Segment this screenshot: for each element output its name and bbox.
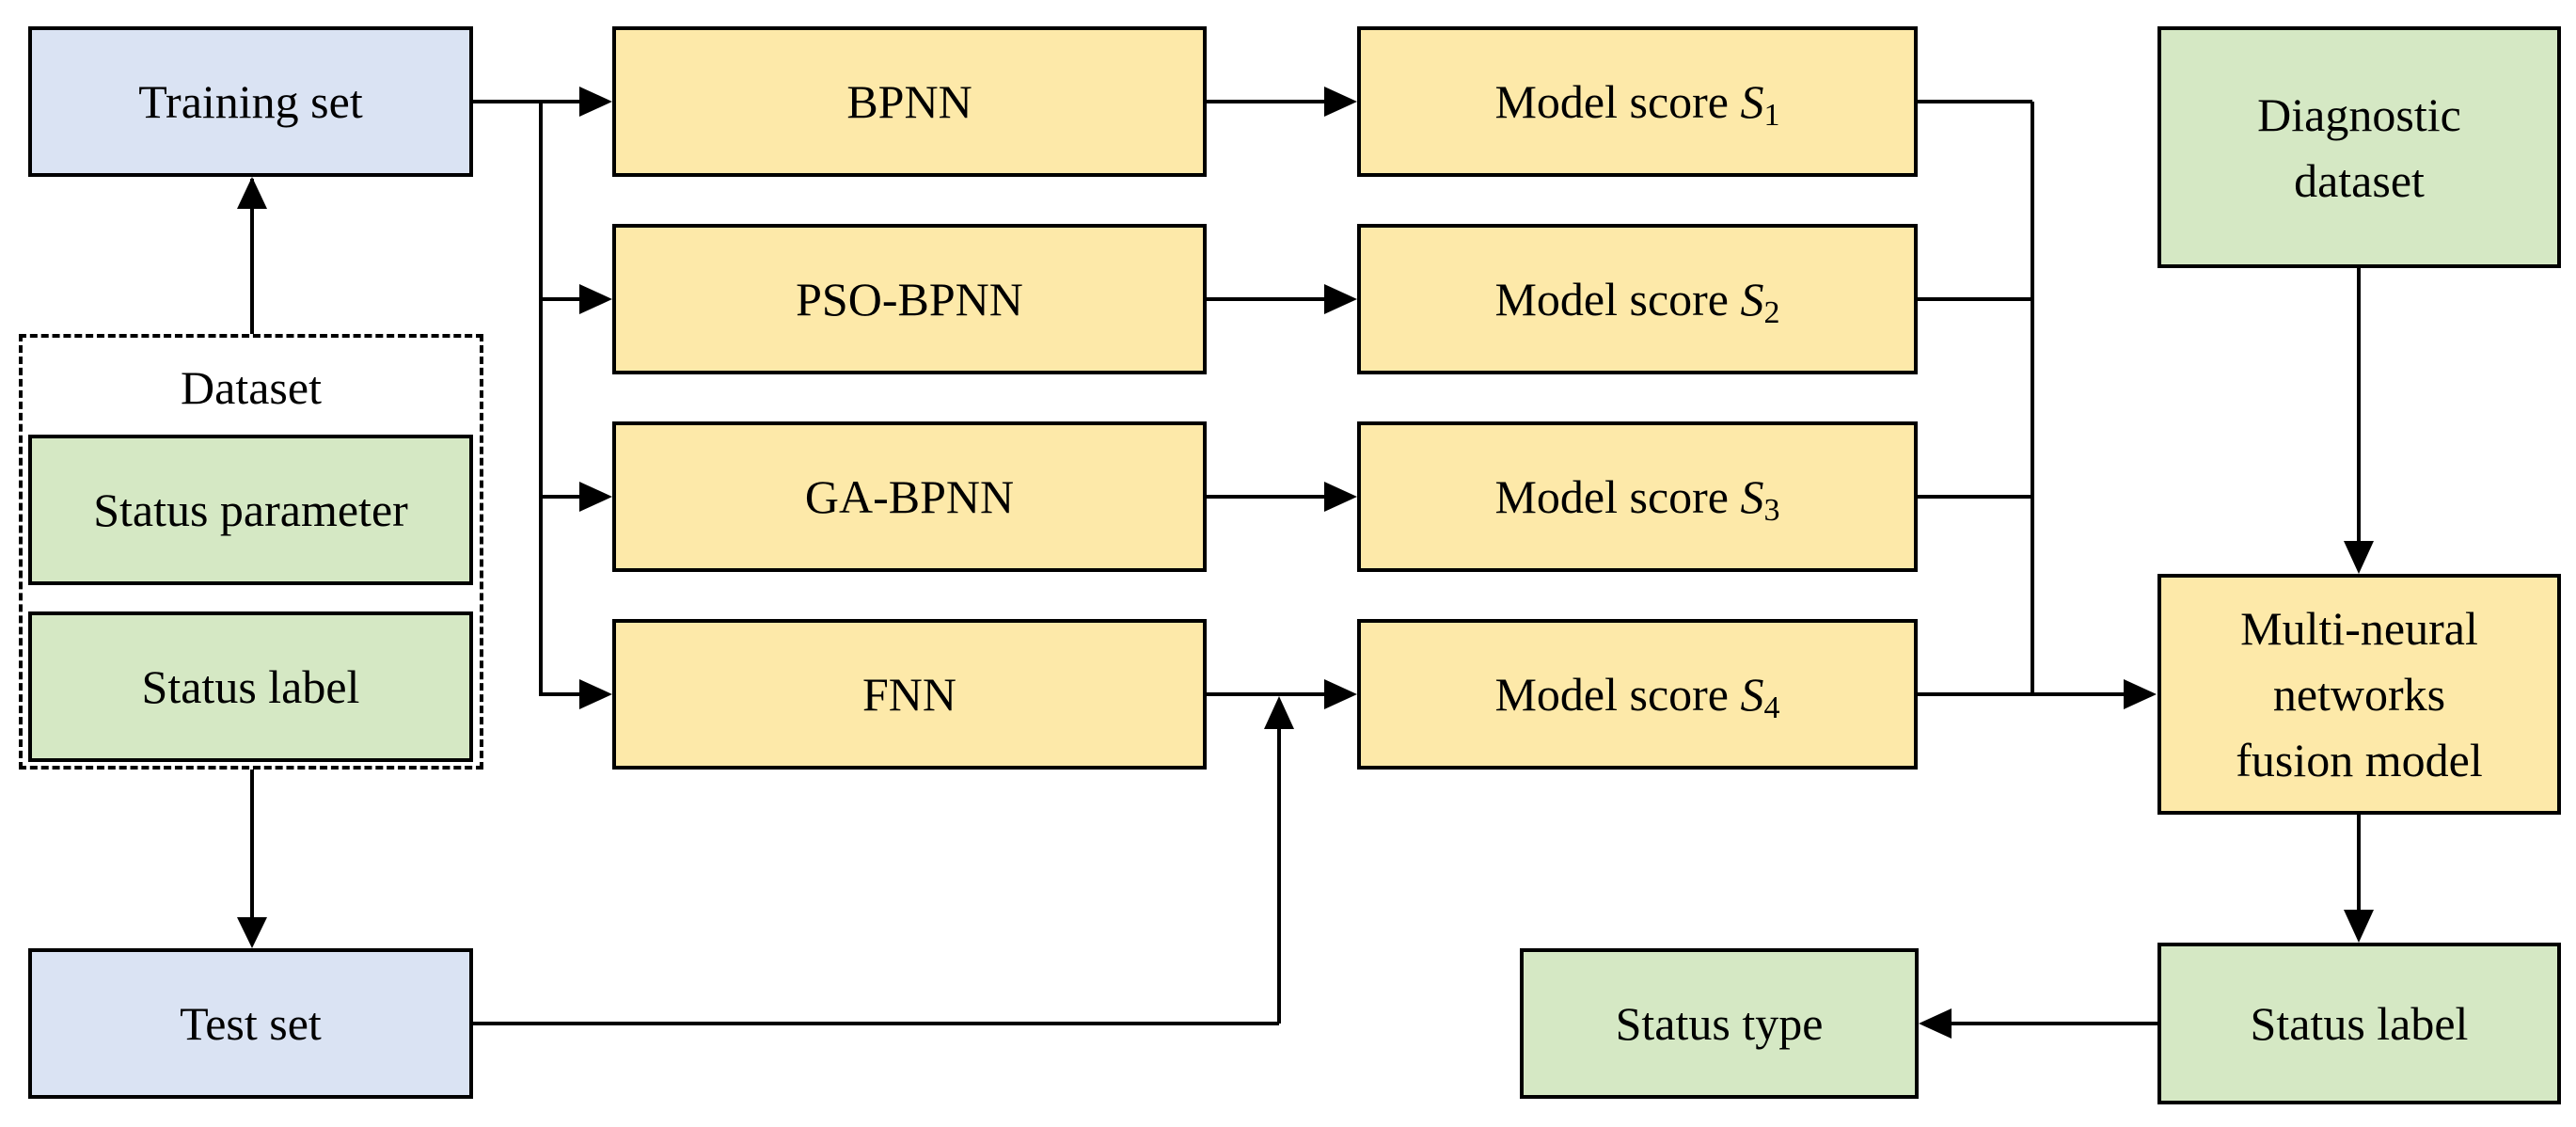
- status-type-box: Status type: [1520, 948, 1919, 1099]
- model-box-pso-bpnn: PSO-BPNN: [612, 224, 1207, 374]
- test-set-label: Test set: [180, 997, 322, 1050]
- training-set-label: Training set: [138, 75, 363, 128]
- model-score-label: Model score S1: [1494, 69, 1779, 135]
- score-index: 3: [1763, 493, 1780, 528]
- score-index: 2: [1763, 295, 1780, 330]
- test-set-box: Test set: [28, 948, 473, 1099]
- fusion-model-box: Multi-neural networks fusion model: [2157, 574, 2561, 815]
- output-status-label-box: Status label: [2157, 943, 2561, 1104]
- model-name: GA-BPNN: [804, 470, 1015, 523]
- model-score-box-3: Model score S3: [1357, 421, 1918, 572]
- diagnostic-dataset-label: Diagnostic dataset: [2257, 87, 2461, 207]
- model-box-ga-bpnn: GA-BPNN: [612, 421, 1207, 572]
- training-set-box: Training set: [28, 26, 473, 177]
- score-symbol: S: [1740, 273, 1764, 325]
- diagnostic-dataset-box: Diagnostic dataset: [2157, 26, 2561, 268]
- model-score-box-2: Model score S2: [1357, 224, 1918, 374]
- score-prefix: Model score: [1494, 75, 1741, 128]
- model-name: FNN: [861, 668, 957, 721]
- score-index: 4: [1763, 690, 1780, 725]
- score-symbol: S: [1740, 470, 1764, 523]
- output-status-label-text: Status label: [2250, 997, 2469, 1050]
- arrowhead-up-training: [237, 177, 267, 209]
- model-score-label: Model score S4: [1494, 661, 1779, 727]
- model-score-label: Model score S3: [1494, 464, 1779, 530]
- model-score-label: Model score S2: [1494, 266, 1779, 332]
- score-index: 1: [1763, 98, 1780, 133]
- status-parameter-box: Status parameter: [28, 435, 473, 585]
- model-box-bpnn: BPNN: [612, 26, 1207, 177]
- score-prefix: Model score: [1494, 470, 1741, 523]
- arrowhead-up-fnn: [1264, 696, 1294, 729]
- status-parameter-label: Status parameter: [93, 484, 408, 536]
- score-prefix: Model score: [1494, 668, 1741, 721]
- model-name: PSO-BPNN: [796, 273, 1023, 325]
- model-score-box-4: Model score S4: [1357, 619, 1918, 770]
- model-box-fnn: FNN: [612, 619, 1207, 770]
- model-score-box-1: Model score S1: [1357, 26, 1918, 177]
- dataset-title: Dataset: [181, 361, 322, 414]
- dataset-group: [19, 334, 483, 770]
- score-symbol: S: [1740, 668, 1764, 721]
- status-type-label: Status type: [1615, 997, 1824, 1050]
- dataset-status-label-box: Status label: [28, 611, 473, 762]
- score-prefix: Model score: [1494, 273, 1741, 325]
- dataset-status-label-text: Status label: [141, 660, 360, 713]
- fusion-model-label: Multi-neural networks fusion model: [2236, 602, 2483, 786]
- score-symbol: S: [1740, 75, 1764, 128]
- model-name: BPNN: [846, 75, 972, 128]
- arrowhead-down-test: [237, 917, 267, 948]
